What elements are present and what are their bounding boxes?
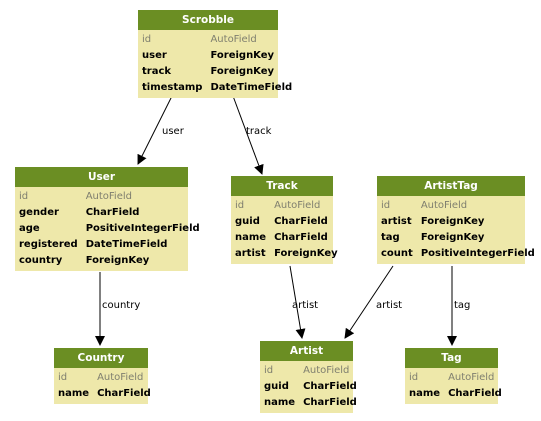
field-row: name CharField (405, 386, 502, 402)
model-title: User (15, 167, 188, 187)
field-type: AutoField (448, 372, 495, 383)
field-name: id (58, 372, 68, 383)
field-name: age (19, 223, 40, 234)
field-type: AutoField (97, 372, 144, 383)
field-type: CharField (303, 397, 357, 408)
field-name: guid (235, 216, 260, 227)
field-row: track ForeignKey (138, 64, 292, 80)
field-row: name CharField (260, 395, 357, 411)
field-name: id (264, 365, 274, 376)
field-type: PositiveIntegerField (85, 223, 200, 234)
field-name: track (142, 66, 172, 77)
field-row: gender CharField (15, 205, 200, 221)
edge-artisttag-artist: artist (344, 265, 402, 339)
field-name: timestamp (142, 82, 203, 93)
field-name: id (235, 200, 245, 211)
field-row: name CharField (54, 386, 151, 402)
field-row: id AutoField (231, 198, 338, 214)
field-row: id AutoField (377, 198, 535, 214)
field-row: guid CharField (231, 214, 338, 230)
model-title: Tag (405, 348, 498, 368)
field-row: guid CharField (260, 379, 357, 395)
field-name: gender (19, 207, 59, 218)
edge-scrobble-track: track (232, 95, 272, 175)
field-row: id AutoField (138, 32, 292, 48)
model-title: Country (54, 348, 148, 368)
field-row: timestamp DateTimeField (138, 80, 292, 96)
field-name: name (409, 388, 441, 399)
field-row: count PositiveIntegerField (377, 246, 535, 262)
field-type: CharField (274, 232, 328, 243)
edge-label-tag: tag (454, 300, 470, 311)
edge-label-artist-1: artist (292, 300, 318, 311)
field-type: CharField (274, 216, 328, 227)
field-type: CharField (303, 381, 357, 392)
field-type: ForeignKey (274, 248, 338, 259)
field-type: AutoField (274, 200, 321, 211)
field-type: CharField (85, 207, 140, 218)
model-title: Scrobble (138, 10, 278, 30)
field-name: name (264, 397, 296, 408)
field-row: id AutoField (15, 189, 200, 205)
field-row: country ForeignKey (15, 253, 200, 269)
model-user: User id AutoField gender CharField age Posi… (15, 167, 200, 271)
field-type: AutoField (303, 365, 350, 376)
field-row: id AutoField (260, 363, 357, 379)
field-name: artist (235, 248, 266, 259)
field-name: id (19, 191, 29, 202)
field-name: id (142, 34, 152, 45)
field-row: id AutoField (405, 370, 502, 386)
field-name: name (58, 388, 90, 399)
field-name: guid (264, 381, 289, 392)
field-name: registered (19, 239, 78, 250)
edge-label-artist-2: artist (376, 300, 402, 311)
field-row: name CharField (231, 230, 338, 246)
field-type: ForeignKey (85, 255, 150, 266)
field-type: AutoField (210, 34, 257, 45)
field-type: AutoField (420, 200, 468, 211)
model-country: Country id AutoField name CharField (54, 348, 151, 404)
field-name: name (235, 232, 267, 243)
field-name: country (19, 255, 63, 266)
model-tag: Tag id AutoField name CharField (405, 348, 502, 404)
field-row: artist ForeignKey (377, 214, 535, 230)
field-name: tag (381, 232, 400, 243)
field-type: ForeignKey (420, 216, 485, 227)
edge-scrobble-user: user (137, 95, 185, 165)
field-name: id (409, 372, 419, 383)
model-title: Artist (260, 341, 353, 361)
field-type: PositiveIntegerField (420, 248, 535, 259)
field-row: tag ForeignKey (377, 230, 535, 246)
field-row: age PositiveIntegerField (15, 221, 200, 237)
field-name: id (381, 200, 391, 211)
edge-user-country: country (95, 272, 140, 346)
field-type: DateTimeField (210, 82, 293, 93)
model-title: Track (231, 176, 333, 196)
field-type: ForeignKey (210, 50, 275, 61)
field-name: artist (381, 216, 412, 227)
edge-label-track: track (246, 126, 272, 137)
field-type: CharField (97, 388, 151, 399)
field-type: ForeignKey (210, 66, 275, 77)
field-row: user ForeignKey (138, 48, 292, 64)
field-type: ForeignKey (420, 232, 485, 243)
field-name: count (381, 248, 413, 259)
field-type: AutoField (85, 191, 132, 202)
field-type: DateTimeField (85, 239, 168, 250)
edge-artisttag-tag: tag (447, 266, 470, 346)
model-title: ArtistTag (377, 176, 525, 196)
edge-label-user: user (162, 126, 185, 137)
field-name: user (142, 50, 167, 61)
field-row: id AutoField (54, 370, 151, 386)
field-row: registered DateTimeField (15, 237, 200, 253)
field-row: artist ForeignKey (231, 246, 338, 262)
edge-track-artist: artist (289, 265, 318, 339)
edge-label-country: country (102, 300, 140, 311)
field-type: CharField (448, 388, 502, 399)
